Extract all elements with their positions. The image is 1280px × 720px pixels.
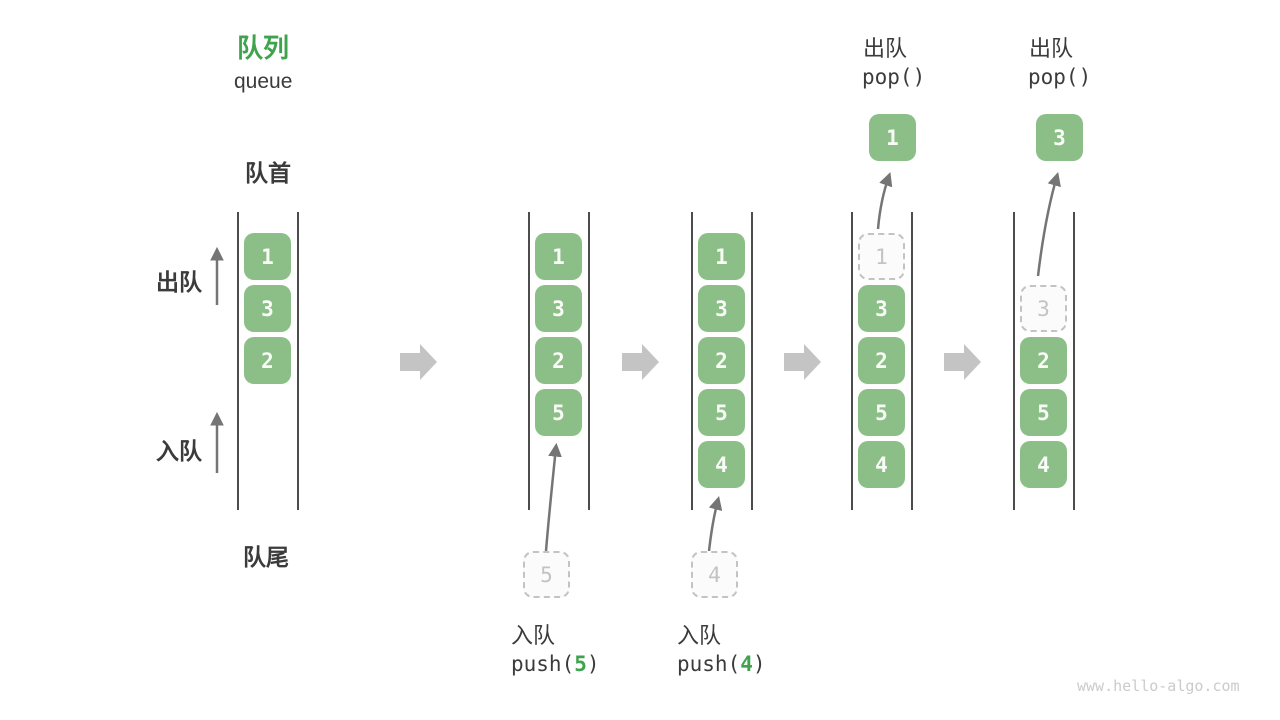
queue-rail-left: [237, 212, 239, 510]
queue-rail-right: [297, 212, 299, 510]
incoming-ghost-cell: 5: [523, 551, 570, 598]
enqueue-op-label: 入队: [677, 623, 722, 648]
queue-cell: 4: [1020, 441, 1067, 488]
enqueue-op-code: push(5): [511, 652, 600, 676]
queue-cell: 1: [698, 233, 745, 280]
queue-cell: 1: [535, 233, 582, 280]
queue-cell: 3: [858, 285, 905, 332]
transition-arrow-icon-1: [400, 344, 437, 380]
dequeued-ghost-cell: 3: [1020, 285, 1067, 332]
queue-cell: 5: [535, 389, 582, 436]
enqueue-op-label: 入队: [511, 623, 556, 648]
queue-cell: 2: [244, 337, 291, 384]
queue-cell: 4: [698, 441, 745, 488]
enqueue-arrow-state-2: [544, 442, 562, 552]
diagram-title-zh: 队列: [237, 33, 290, 63]
queue-front-label: 队首: [245, 160, 291, 186]
dequeue-side-label: 出队: [156, 269, 202, 295]
popped-cell: 1: [869, 114, 916, 161]
queue-cell: 5: [698, 389, 745, 436]
transition-arrow-icon-4: [944, 344, 981, 380]
transition-arrow-icon-2: [622, 344, 659, 380]
dequeue-op-code: pop(): [1028, 65, 1092, 89]
queue-cell: 3: [244, 285, 291, 332]
queue-cell: 1: [244, 233, 291, 280]
queue-cell: 3: [535, 285, 582, 332]
popped-cell: 3: [1036, 114, 1083, 161]
enqueue-arrow-state-3: [707, 496, 723, 552]
queue-cell: 2: [698, 337, 745, 384]
queue-cell: 5: [1020, 389, 1067, 436]
queue-rail-right: [751, 212, 753, 510]
queue-rail-right: [911, 212, 913, 510]
queue-rail-left: [1013, 212, 1015, 510]
enqueue-side-label: 入队: [156, 438, 202, 464]
code-text: push(: [677, 652, 741, 676]
diagram-title-en: queue: [234, 70, 293, 93]
queue-rail-left: [528, 212, 530, 510]
dequeue-arrow-state-4: [876, 172, 893, 230]
queue-rail-right: [588, 212, 590, 510]
code-text: ): [586, 652, 600, 676]
code-arg: 4: [740, 652, 753, 676]
dequeue-op-code: pop(): [862, 65, 926, 89]
queue-rail-right: [1073, 212, 1075, 510]
incoming-ghost-cell: 4: [691, 551, 738, 598]
enqueue-op-code: push(4): [677, 652, 766, 676]
queue-cell: 5: [858, 389, 905, 436]
dequeue-op-label: 出队: [863, 36, 908, 61]
dequeue-op-label: 出队: [1029, 36, 1074, 61]
transition-arrow-icon-3: [784, 344, 821, 380]
queue-cell: 4: [858, 441, 905, 488]
dequeued-ghost-cell: 1: [858, 233, 905, 280]
code-text: push(: [511, 652, 575, 676]
code-arg: 5: [574, 652, 587, 676]
queue-rear-label: 队尾: [243, 544, 289, 570]
dequeue-arrow-state-5: [1036, 172, 1061, 277]
code-text: ): [752, 652, 766, 676]
watermark: www.hello-algo.com: [1077, 677, 1240, 695]
queue-cell: 3: [698, 285, 745, 332]
queue-rail-left: [851, 212, 853, 510]
queue-cell: 2: [535, 337, 582, 384]
queue-cell: 2: [858, 337, 905, 384]
queue-cell: 2: [1020, 337, 1067, 384]
queue-rail-left: [691, 212, 693, 510]
